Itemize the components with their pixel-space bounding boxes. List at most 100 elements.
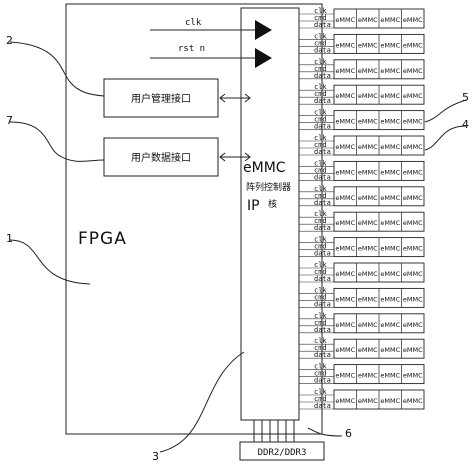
emmc-chip-label: eMMC [403, 143, 423, 151]
emmc-chip-label: eMMC [335, 92, 355, 100]
emmc-chip-label: eMMC [358, 346, 378, 354]
emmc-chip-label: eMMC [358, 67, 378, 75]
emmc-chip-label: eMMC [335, 143, 355, 151]
bus-signal-label: cmd [314, 166, 327, 174]
bus-signal-label: cmd [314, 344, 327, 352]
bus-signal-label: clk [314, 210, 327, 218]
callout-1: 1 [6, 232, 13, 245]
bus-signal-label: cmd [314, 65, 327, 73]
callout-5: 5 [462, 91, 469, 104]
emmc-chip-label: eMMC [380, 372, 400, 380]
bus-signal-label: data [314, 46, 331, 54]
bus-signal-label: clk [314, 109, 327, 117]
bus-signal-label: clk [314, 312, 327, 320]
ip-core-block [240, 7, 300, 421]
bus-signal-label: cmd [314, 116, 327, 124]
emmc-chip-label: eMMC [380, 168, 400, 176]
bus-signal-label: cmd [314, 395, 327, 403]
bus-signal-label: data [314, 250, 331, 258]
ddr-block [239, 441, 325, 461]
ddr-bus-lines [253, 420, 295, 442]
emmc-chip-label: eMMC [380, 321, 400, 329]
callout-2: 2 [6, 34, 13, 47]
emmc-chip-label: eMMC [358, 194, 378, 202]
bus-signal-label: clk [314, 286, 327, 294]
emmc-chip-label: eMMC [403, 168, 423, 176]
emmc-chip-label: eMMC [335, 16, 355, 24]
bus-signal-label: data [314, 351, 331, 359]
ip-core-line2: 阵列控制器 [246, 181, 291, 193]
bus-signal-label: data [314, 72, 331, 80]
emmc-chip-label: eMMC [380, 118, 400, 126]
user-data-bidir-arrow [219, 152, 251, 162]
ip-core-line3: IP [247, 198, 260, 214]
bus-signal-label: clk [314, 7, 327, 15]
emmc-chip-label: eMMC [358, 245, 378, 253]
emmc-chip-label: eMMC [403, 270, 423, 278]
emmc-chip-label: eMMC [335, 41, 355, 49]
clk-arrow [255, 20, 272, 40]
user-mgmt-bidir-arrow [219, 93, 251, 103]
emmc-chip-label: eMMC [358, 295, 378, 303]
emmc-chip-label: eMMC [335, 295, 355, 303]
emmc-chip-label: eMMC [358, 219, 378, 227]
emmc-chip-label: eMMC [358, 92, 378, 100]
ip-core-line4: 核 [268, 198, 277, 210]
emmc-chip-label: eMMC [403, 372, 423, 380]
emmc-chip-label: eMMC [403, 219, 423, 227]
bus-signal-label: cmd [314, 14, 327, 22]
emmc-chip-label: eMMC [403, 41, 423, 49]
emmc-chip-label: eMMC [358, 270, 378, 278]
bus-signal-label: cmd [314, 192, 327, 200]
bus-signal-label: cmd [314, 268, 327, 276]
bus-signal-label: clk [314, 32, 327, 40]
ddr-label: DDR2/DDR3 [258, 448, 307, 458]
bus-signal-label: clk [314, 363, 327, 371]
bus-signal-label: data [314, 326, 331, 334]
bus-signal-label: clk [314, 185, 327, 193]
bus-signal-label: cmd [314, 90, 327, 98]
emmc-chip-label: eMMC [335, 67, 355, 75]
emmc-chip-label: eMMC [335, 118, 355, 126]
emmc-chip-label: eMMC [380, 92, 400, 100]
fpga-block [65, 3, 323, 435]
bus-signal-label: data [314, 275, 331, 283]
emmc-chip-label: eMMC [403, 397, 423, 405]
emmc-chip-label: eMMC [335, 397, 355, 405]
bus-signal-label: data [314, 97, 331, 105]
ip-core-line1: eMMC [243, 160, 286, 176]
emmc-chip-label: eMMC [358, 397, 378, 405]
bus-signal-label: clk [314, 337, 327, 345]
emmc-chip-label: eMMC [380, 194, 400, 202]
bus-signal-label: clk [314, 134, 327, 142]
emmc-chip-label: eMMC [403, 295, 423, 303]
callout-7: 7 [6, 114, 13, 127]
user-mgmt-interface-box [103, 78, 219, 118]
emmc-chip-label: eMMC [335, 194, 355, 202]
bus-signal-label: clk [314, 261, 327, 269]
emmc-chip-label: eMMC [403, 67, 423, 75]
bus-signal-label: cmd [314, 141, 327, 149]
callout-leaders [9, 41, 467, 453]
rst-arrow [255, 48, 272, 68]
bus-signal-label: clk [314, 83, 327, 91]
bus-signal-label: cmd [314, 39, 327, 47]
emmc-chip-label: eMMC [380, 219, 400, 227]
callout-6: 6 [345, 427, 352, 440]
emmc-chip-label: eMMC [380, 270, 400, 278]
callout-4: 4 [462, 118, 469, 131]
bus-signal-label: clk [314, 159, 327, 167]
emmc-chip-label: eMMC [403, 321, 423, 329]
